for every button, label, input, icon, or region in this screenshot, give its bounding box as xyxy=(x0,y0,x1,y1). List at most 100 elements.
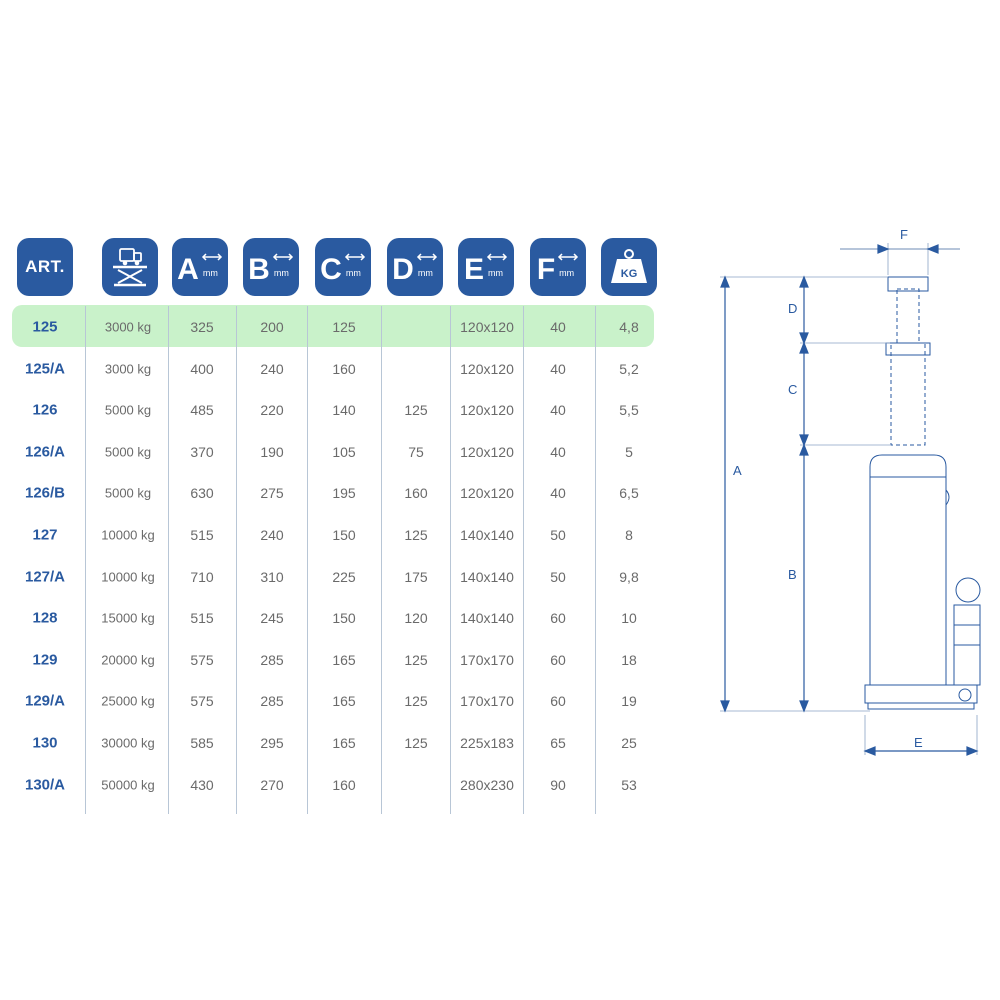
cell-dim-f: 40 xyxy=(550,402,566,419)
cell-dim-d: 160 xyxy=(404,485,428,502)
cell-dim-f: 90 xyxy=(550,776,566,793)
cell-dim-e: 120x120 xyxy=(460,360,514,377)
cell-dim-a: 630 xyxy=(190,485,214,502)
letter-a: A xyxy=(177,253,199,286)
cell-dim-f: 50 xyxy=(550,568,566,585)
header-art-badge: ART. xyxy=(17,238,73,296)
saddle xyxy=(887,276,929,292)
cell-dim-e: 170x170 xyxy=(460,693,514,710)
dim-label-f: F xyxy=(900,227,908,242)
column-divider xyxy=(236,306,237,814)
cell-dim-d: 125 xyxy=(404,527,428,543)
cell-dim-a: 430 xyxy=(190,776,214,793)
cell-dim-b: 220 xyxy=(260,402,284,419)
cell-dim-a: 325 xyxy=(190,319,214,335)
dim-c-arrow xyxy=(799,434,809,447)
extension-screw xyxy=(896,288,920,344)
cell-dim-b: 295 xyxy=(260,735,284,751)
cell-art: 125 xyxy=(32,318,58,336)
cell-dim-c: 225 xyxy=(332,568,356,585)
cell-load: 3000 kg xyxy=(104,361,152,377)
ram-collar xyxy=(885,342,931,356)
dim-c-arrow xyxy=(799,341,809,354)
double-arrow-icon xyxy=(486,253,508,261)
letter-d: D xyxy=(392,253,414,286)
letter-b: B xyxy=(248,253,270,286)
cell-dim-a: 515 xyxy=(190,610,214,627)
cell-dim-f: 40 xyxy=(550,319,566,335)
cell-dim-b: 310 xyxy=(260,568,284,585)
cell-dim-f: 40 xyxy=(550,443,566,460)
cell-dim-e: 140x140 xyxy=(460,568,514,585)
cell-load: 5000 kg xyxy=(104,444,152,460)
cell-art: 128 xyxy=(32,609,58,627)
cell-load: 10000 kg xyxy=(101,527,155,543)
cell-dim-c: 140 xyxy=(332,402,356,419)
cell-dim-e: 120x120 xyxy=(460,319,514,335)
bottle-jack-drawing: A B C D E F xyxy=(720,227,981,756)
column-divider xyxy=(168,306,169,814)
double-arrow-icon xyxy=(201,253,222,261)
header-e-badge: E mm xyxy=(458,238,514,296)
dim-b-arrow xyxy=(799,700,809,713)
cell-dim-e: 140x140 xyxy=(460,610,514,627)
extension-lines xyxy=(720,243,978,755)
cell-weight: 5,5 xyxy=(619,402,639,419)
cell-dim-c: 160 xyxy=(332,360,356,377)
cell-dim-c: 150 xyxy=(332,610,356,627)
cell-dim-a: 400 xyxy=(190,360,214,377)
cell-weight: 5 xyxy=(625,443,633,460)
cell-art: 129 xyxy=(32,651,58,669)
dim-d-arrow xyxy=(799,332,809,345)
cell-weight: 19 xyxy=(621,693,637,710)
cell-art: 125/A xyxy=(24,360,66,378)
cell-dim-e: 120x120 xyxy=(460,485,514,502)
column-divider xyxy=(595,306,596,814)
cell-weight: 5,2 xyxy=(619,360,639,377)
cell-art: 126/A xyxy=(24,443,66,461)
unit-mm: mm xyxy=(559,268,575,278)
cell-weight: 9,8 xyxy=(619,568,639,585)
unit-mm: mm xyxy=(417,268,433,278)
cell-dim-f: 60 xyxy=(550,651,566,668)
header-load-badge xyxy=(102,238,158,296)
cell-dim-d: 175 xyxy=(404,568,428,585)
cell-dim-d: 125 xyxy=(404,735,428,751)
header-b-badge: B mm xyxy=(243,238,299,296)
cell-dim-f: 50 xyxy=(550,527,566,543)
cell-dim-c: 125 xyxy=(332,319,356,335)
filler-plug xyxy=(945,489,950,506)
dim-label-a: A xyxy=(733,463,742,478)
cell-dim-c: 105 xyxy=(332,443,356,460)
cell-dim-a: 515 xyxy=(190,527,214,543)
letter-e: E xyxy=(463,253,484,286)
dim-e-arrow xyxy=(966,746,979,756)
cell-art: 129/A xyxy=(24,692,66,710)
header-a-badge: A mm xyxy=(172,238,228,296)
column-divider xyxy=(381,306,382,814)
cell-dim-a: 575 xyxy=(190,693,214,710)
cell-dim-c: 150 xyxy=(332,527,356,543)
double-arrow-icon xyxy=(558,253,579,261)
cell-weight: 8 xyxy=(625,527,633,543)
header-c-badge: C mm xyxy=(315,238,371,296)
cell-dim-b: 285 xyxy=(260,651,284,668)
unit-mm: mm xyxy=(345,268,361,278)
cell-dim-b: 240 xyxy=(260,360,284,377)
dim-label-e: E xyxy=(914,735,923,750)
art-label: ART. xyxy=(25,257,65,276)
double-arrow-icon xyxy=(416,253,437,261)
cell-load: 30000 kg xyxy=(101,735,155,751)
cell-dim-a: 575 xyxy=(190,651,214,668)
cell-load: 20000 kg xyxy=(101,652,155,668)
dim-d-arrow xyxy=(799,275,809,288)
cell-weight: 6,5 xyxy=(619,485,639,502)
column-divider xyxy=(85,306,86,814)
cell-dim-f: 40 xyxy=(550,485,566,502)
cell-load: 50000 kg xyxy=(101,777,155,793)
cell-weight: 4,8 xyxy=(619,319,639,335)
cell-dim-b: 240 xyxy=(260,527,284,543)
cell-dim-b: 275 xyxy=(260,485,284,502)
cell-art: 130/A xyxy=(24,776,66,794)
cell-dim-f: 40 xyxy=(550,360,566,377)
